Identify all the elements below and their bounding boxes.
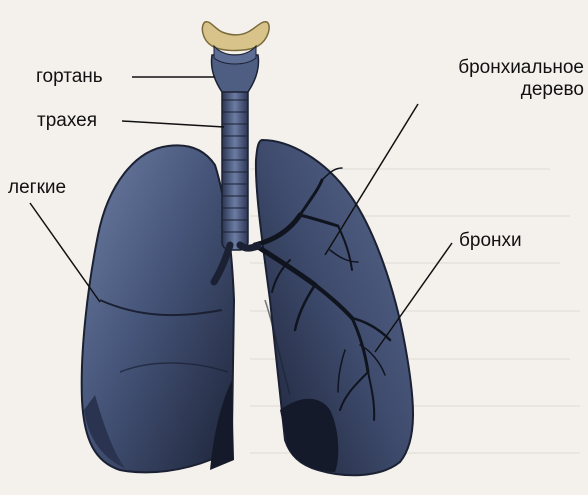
- bronchial-tree-label-line1: бронхиальное: [424, 57, 584, 79]
- right-lung: [256, 140, 413, 475]
- larynx: [202, 22, 269, 92]
- bronchial-tree-label: бронхиальное дерево: [424, 57, 584, 101]
- left-lung: [82, 145, 234, 472]
- bronchial-tree-label-line2: дерево: [424, 79, 584, 101]
- trachea-label: трахея: [37, 110, 97, 132]
- bronchi-label: бронхи: [459, 230, 522, 252]
- lungs-label: легкие: [8, 177, 66, 199]
- larynx-label: гортань: [36, 66, 103, 88]
- lungs-leader: [30, 203, 100, 302]
- trachea-leader: [122, 121, 224, 127]
